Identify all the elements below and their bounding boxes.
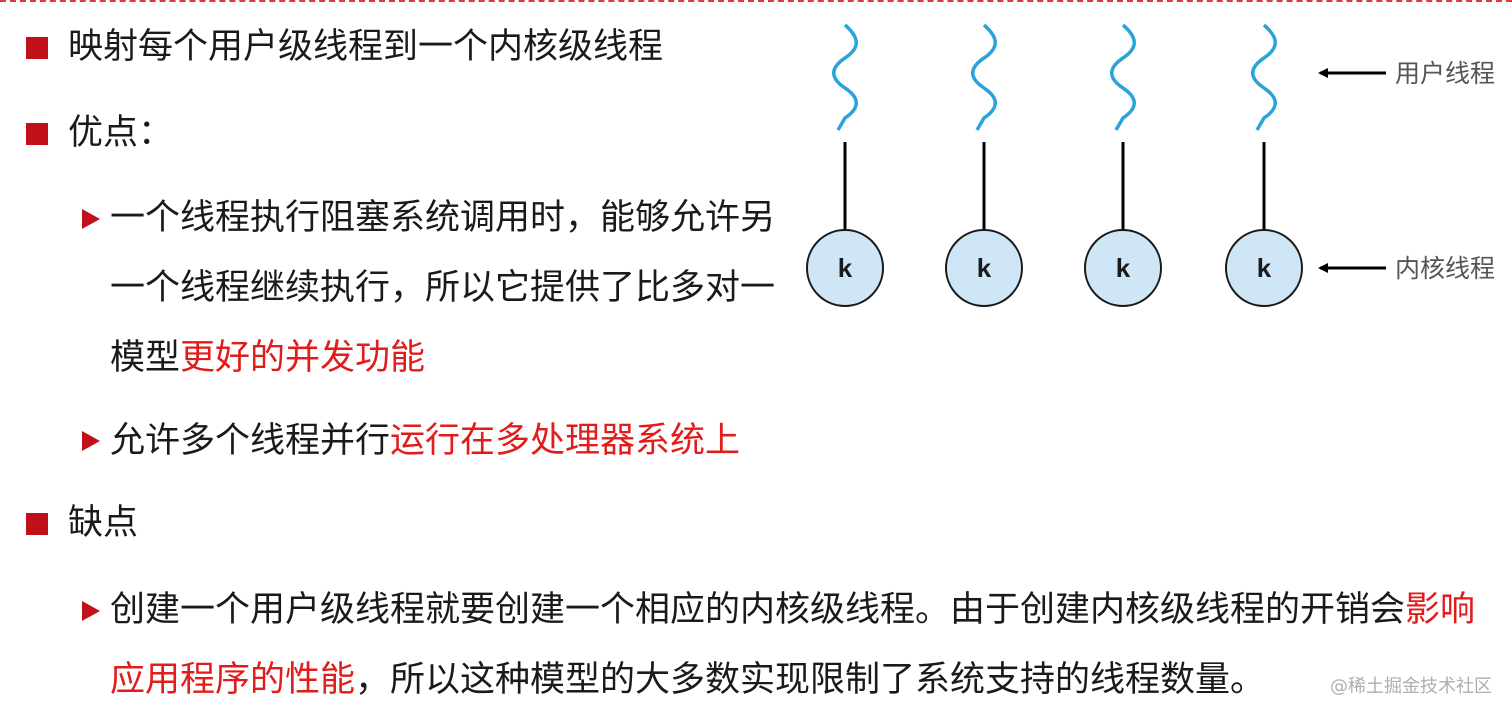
arrow-bullet-icon xyxy=(82,601,100,621)
thread-pair-4: k xyxy=(1225,23,1303,307)
watermark: @稀土掘金技术社区 xyxy=(1330,676,1492,697)
pros-item-1: 一个线程执行阻塞系统调用时，能够允许另一个线程继续执行，所以它提供了比多对一模型… xyxy=(110,183,805,393)
cons-item-1-text-end: ，所以这种模型的大多数实现限制了系统支持的线程数量。 xyxy=(355,660,1266,700)
kernel-thread-label: 内核线程 xyxy=(1395,254,1495,283)
pros-item-1-highlight: 更好的并发功能 xyxy=(180,338,426,378)
user-thread-wave-icon xyxy=(832,23,858,131)
bullet-square-icon xyxy=(26,37,48,59)
pros-item-2-text: 允许多个线程并行 xyxy=(110,421,391,461)
kernel-node-label: k xyxy=(1116,253,1131,283)
top-dashed-border xyxy=(0,0,1512,2)
kernel-thread-node xyxy=(1225,229,1303,307)
bullet-square-icon xyxy=(26,513,48,535)
user-thread-wave-icon xyxy=(1251,23,1277,131)
thread-pair-1: k xyxy=(806,23,884,307)
cons-item-1-text: 创建一个用户级线程就要创建一个相应的内核级线程。由于创建内核级线程的开销会 xyxy=(110,590,1406,630)
kernel-node-label: k xyxy=(977,253,992,283)
user-thread-wave-icon xyxy=(1110,23,1136,131)
kernel-node-label: k xyxy=(1257,253,1272,283)
cons-heading: 缺点 xyxy=(68,503,139,543)
pros-item-2: 允许多个线程并行运行在多处理器系统上 xyxy=(110,420,740,462)
arrow-bullet-icon xyxy=(82,209,100,229)
kernel-thread-node xyxy=(1084,229,1162,307)
cons-item-1-highlight: 影响应用程序的性能 xyxy=(110,590,1476,700)
thread-pair-2: k xyxy=(945,23,1023,307)
user-thread-label: 用户线程 xyxy=(1395,59,1495,88)
kernel-thread-node xyxy=(945,229,1023,307)
bullet-square-icon xyxy=(26,123,48,145)
cons-item-1: 创建一个用户级线程就要创建一个相应的内核级线程。由于创建内核级线程的开销会影响应… xyxy=(110,575,1505,715)
user-thread-wave-icon xyxy=(971,23,997,131)
main-heading: 映射每个用户级线程到一个内核级线程 xyxy=(68,27,664,67)
arrow-bullet-icon xyxy=(82,431,100,451)
kernel-thread-node xyxy=(806,229,884,307)
thread-pair-3: k xyxy=(1084,23,1162,307)
kernel-node-label: k xyxy=(838,253,853,283)
pros-item-1-text: 一个线程执行阻塞系统调用时，能够允许另一个线程继续执行，所以它提供了比多对一模型 xyxy=(110,198,776,378)
pros-heading: 优点： xyxy=(68,113,174,153)
pros-item-2-highlight: 运行在多处理器系统上 xyxy=(390,421,741,461)
